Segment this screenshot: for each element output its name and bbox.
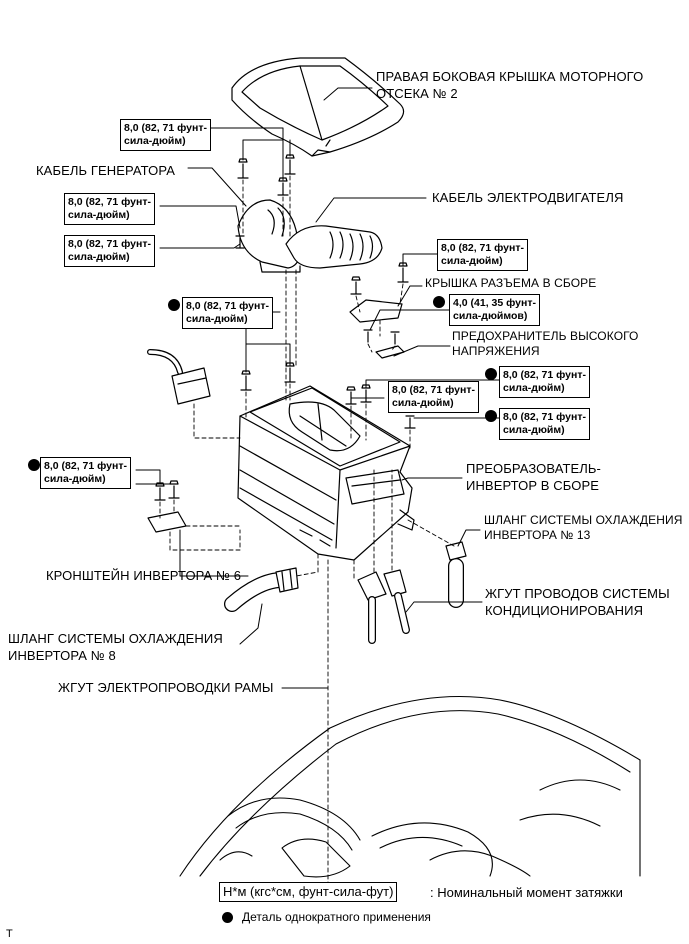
assembly-dashed-lines xyxy=(159,175,455,885)
hose-13-part xyxy=(445,541,467,608)
hose-8-label: ШЛАНГ СИСТЕМЫ ОХЛАЖДЕНИЯ ИНВЕРТОРА № 8 xyxy=(8,631,223,663)
motor-cable-label: КАБЕЛЬ ЭЛЕКТРОДВИГАТЕЛЯ xyxy=(432,190,624,205)
single-use-marker xyxy=(168,299,180,311)
torque-spec-inverter-bolt-a: 8,0 (82, 71 фунт- сила-дюйм) xyxy=(499,366,590,398)
single-use-marker xyxy=(433,296,445,308)
disconnected-connector xyxy=(147,349,211,405)
single-use-marker xyxy=(485,410,497,422)
ac-harness-label: ЖГУТ ПРОВОДОВ СИСТЕМЫ КОНДИЦИОНИРОВАНИЯ xyxy=(485,586,670,618)
generator-cable-label: КАБЕЛЬ ГЕНЕРАТОРА xyxy=(36,163,175,178)
bracket-6-label: КРОНШТЕЙН ИНВЕРТОРА № 6 xyxy=(46,568,242,583)
torque-spec-connector-cover: 8,0 (82, 71 фунт- сила-дюйм) xyxy=(437,239,528,271)
engine-cover-label: ПРАВАЯ БОКОВАЯ КРЫШКА МОТОРНОГО ОТСЕКА №… xyxy=(376,69,644,101)
torque-spec-hv-fuse: 4,0 (41, 35 фунт- сила-дюймов) xyxy=(449,294,540,326)
torque-spec-generator-cable: 8,0 (82, 71 фунт- сила-дюйм) xyxy=(64,193,155,225)
ac-harness-connectors xyxy=(357,569,410,644)
leader-lines xyxy=(135,87,541,689)
torque-spec-cable-bracket: 8,0 (82, 71 фунт- сила-дюйм) xyxy=(64,235,155,267)
torque-spec-inverter-bolt-c: 8,0 (82, 71 фунт- сила-дюйм) xyxy=(499,408,590,440)
single-use-marker xyxy=(485,368,497,380)
hv-fuse-label: ПРЕДОХРАНИТЕЛЬ ВЫСОКОГО НАПРЯЖЕНИЯ xyxy=(452,329,639,358)
torque-spec-bracket-6: 8,0 (82, 71 фунт- сила-дюйм) xyxy=(40,457,131,489)
frame-harness-label: ЖГУТ ЭЛЕКТРОПРОВОДКИ РАМЫ xyxy=(58,680,274,695)
inverter-top-bolts xyxy=(240,362,416,429)
torque-spec-cover-bolts: 8,0 (82, 71 фунт- сила-дюйм) xyxy=(120,119,211,151)
hose-13-label: ШЛАНГ СИСТЕМЫ ОХЛАЖДЕНИЯ ИНВЕРТОРА № 13 xyxy=(484,513,683,542)
cable-assembly xyxy=(235,199,383,273)
legend-torque-units: Н*м (кгс*см, фунт-сила-фут) xyxy=(219,882,398,902)
bracket-6-part xyxy=(147,480,187,533)
inverter-label: ПРЕОБРАЗОВАТЕЛЬ- ИНВЕРТОР В СБОРЕ xyxy=(466,461,601,493)
torque-spec-inverter-bolt-b: 8,0 (82, 71 фунт- сила-дюйм) xyxy=(388,381,479,413)
legend-single-use-marker xyxy=(222,912,233,923)
connector-cover-label: КРЫШКА РАЗЪЕМА В СБОРЕ xyxy=(425,276,597,290)
inverter-assembly-part xyxy=(237,385,415,561)
corner-mark: T xyxy=(6,928,13,940)
torque-spec-inverter-top: 8,0 (82, 71 фунт- сила-дюйм) xyxy=(182,297,273,329)
single-use-marker xyxy=(28,459,40,471)
engine-cover-part xyxy=(231,57,405,157)
legend-torque-description: : Номинальный момент затяжки xyxy=(430,885,623,900)
vehicle-body-sketch xyxy=(179,696,641,878)
hose-8-part xyxy=(224,567,299,612)
cover-bolts xyxy=(237,154,296,196)
legend-single-use-text: Деталь однократного применения xyxy=(242,910,431,924)
connector-cover-part xyxy=(349,262,409,323)
